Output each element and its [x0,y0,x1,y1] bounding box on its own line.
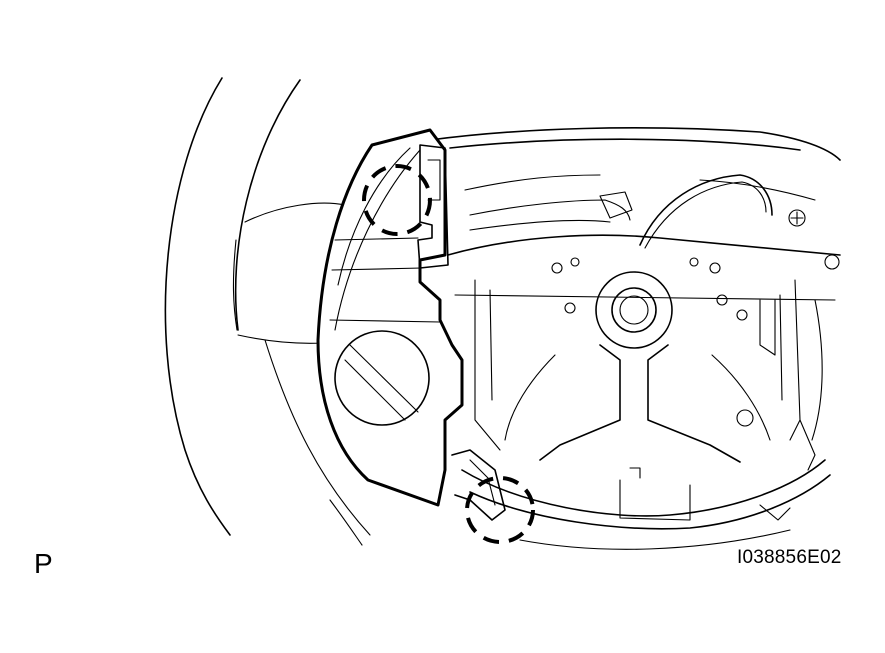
side-cover [316,128,506,521]
figure-code: I038856E02 [737,547,842,568]
wheel-body [429,127,841,550]
wheel-rim [164,77,371,546]
lower-clip-circle [465,476,535,544]
upper-clip-circle [362,164,432,236]
clip-indicators [362,164,535,544]
corner-letter: P [34,548,53,579]
